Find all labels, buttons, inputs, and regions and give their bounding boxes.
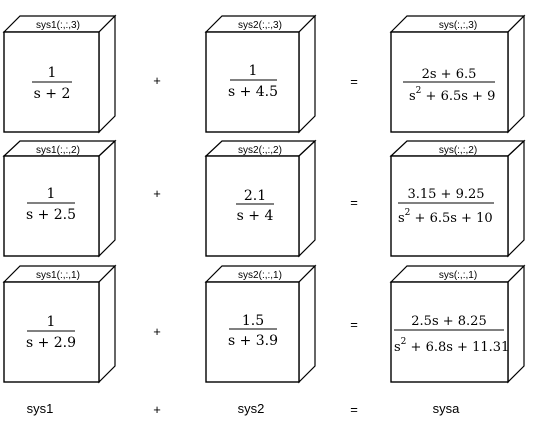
label-sys2: sys2: [238, 401, 265, 416]
cube-sys2-3: sys2(:,:,3) 1 s + 4.5: [204, 14, 317, 134]
label-sysa: sysa: [433, 401, 461, 416]
exponent: 2: [401, 337, 407, 347]
denominator: s2 + 6.5s + 9: [409, 86, 495, 104]
denominator: s + 2: [34, 86, 71, 102]
denominator: s + 2.9: [26, 335, 76, 351]
plus-operator: +: [153, 402, 161, 417]
den-rest: + 6.5s + 10: [410, 211, 492, 226]
exponent: 2: [405, 208, 411, 218]
den-rest: + 6.8s + 11.31: [406, 340, 509, 355]
cube-label: sys(:,:,3): [439, 20, 477, 31]
cube-sys-1: sys(:,:,1) 2.5s + 8.25 s2 + 6.8s + 11.31: [389, 264, 526, 384]
cube-sys1-2: sys1(:,:,2) 1 s + 2.5: [2, 139, 117, 258]
den-var: s: [398, 211, 405, 226]
numerator: 1: [47, 186, 56, 202]
cube-sys1-3: sys1(:,:,3) 1 s + 2: [2, 14, 117, 134]
cube-label: sys1(:,:,2): [36, 145, 80, 156]
cube-label: sys(:,:,1): [439, 270, 477, 281]
numerator: 1: [48, 65, 57, 81]
exponent: 2: [416, 86, 422, 96]
numerator: 2s + 6.5: [422, 67, 477, 82]
cube-label: sys2(:,:,3): [238, 20, 282, 31]
cube-label: sys2(:,:,1): [238, 270, 282, 281]
denominator: s + 4.5: [228, 84, 278, 100]
cube-label: sys1(:,:,1): [36, 270, 80, 281]
numerator: 1: [47, 314, 56, 330]
equals-operator: =: [350, 402, 358, 417]
denominator: s + 3.9: [228, 333, 278, 349]
cube-sys1-1: sys1(:,:,1) 1 s + 2.9: [2, 264, 117, 384]
cube-label: sys2(:,:,2): [238, 145, 282, 156]
numerator: 2.1: [244, 188, 266, 204]
equals-operator: =: [350, 317, 358, 332]
cube-sys2-2: sys2(:,:,2) 2.1 s + 4: [204, 139, 317, 258]
den-var: s: [409, 89, 416, 104]
label-sys1: sys1: [27, 401, 54, 416]
cube-sys-2: sys(:,:,2) 3.15 + 9.25 s2 + 6.5s + 10: [389, 139, 526, 258]
den-var: s: [394, 340, 401, 355]
cube-sys-3: sys(:,:,3) 2s + 6.5 s2 + 6.5s + 9: [389, 14, 526, 134]
equals-operator: =: [350, 195, 358, 210]
numerator: 2.5s + 8.25: [411, 314, 486, 329]
denominator: s + 4: [237, 208, 274, 224]
numerator: 1.5: [242, 313, 264, 329]
numerator: 3.15 + 9.25: [407, 187, 484, 202]
denominator: s2 + 6.5s + 10: [398, 208, 493, 226]
den-rest: + 6.5s + 9: [421, 89, 495, 104]
denominator: s2 + 6.8s + 11.31: [394, 337, 509, 355]
plus-operator: +: [153, 324, 161, 339]
equals-operator: =: [350, 74, 358, 89]
plus-operator: +: [153, 186, 161, 201]
cube-label: sys1(:,:,3): [36, 20, 80, 31]
numerator: 1: [249, 63, 258, 79]
denominator: s + 2.5: [26, 207, 76, 223]
cube-sys2-1: sys2(:,:,1) 1.5 s + 3.9: [204, 264, 317, 384]
plus-operator: +: [153, 73, 161, 88]
cube-label: sys(:,:,2): [439, 145, 477, 156]
